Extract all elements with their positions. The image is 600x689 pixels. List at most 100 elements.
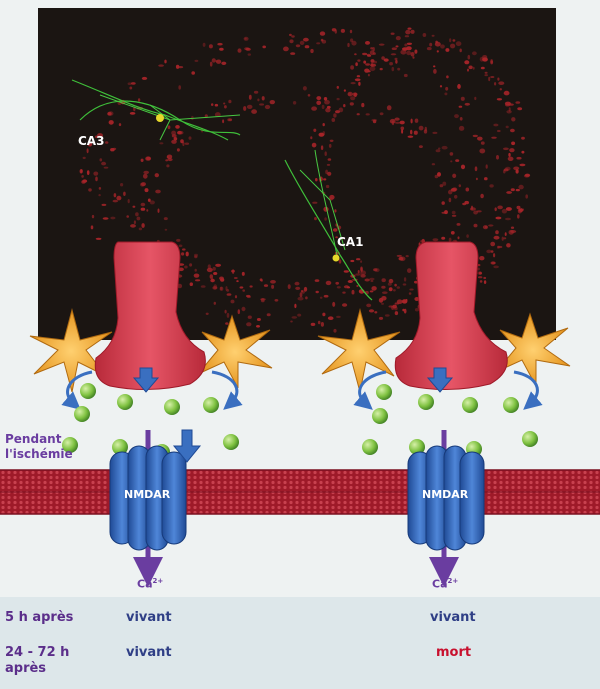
neuron-speckle (127, 82, 132, 85)
neuron-speckle (494, 82, 497, 86)
neuron-speckle (395, 45, 399, 48)
neuron-speckle (343, 285, 350, 289)
neuron-speckle (352, 92, 358, 97)
neuron-speckle (81, 175, 84, 178)
glutamate-dot (462, 397, 478, 413)
neuron-speckle (181, 252, 185, 256)
neuron-speckle (194, 59, 199, 63)
neuron-speckle (501, 208, 507, 214)
neuron-speckle (350, 259, 355, 263)
neuron-speckle (389, 118, 396, 124)
neuron-speckle (316, 96, 322, 101)
neuron-speckle (464, 102, 470, 106)
neuron-speckle (158, 64, 164, 67)
neuron-speckle (350, 96, 356, 101)
neuron-speckle (445, 86, 449, 91)
label-nmdar-right: NMDAR (422, 488, 469, 501)
neuron-speckle (358, 81, 361, 86)
neuron-speckle (333, 328, 337, 333)
neuron-speckle (483, 280, 487, 284)
neuron-speckle (245, 47, 251, 51)
neuron-speckle (325, 169, 328, 175)
presynaptic-terminal-left (94, 241, 206, 391)
neuron-speckle (477, 267, 480, 271)
neuron-speckle (310, 48, 314, 54)
neuron-speckle (319, 296, 323, 299)
neuron-speckle (336, 85, 339, 89)
neuron-speckle (246, 322, 252, 327)
neuron-speckle (350, 65, 354, 70)
neuron-speckle (510, 188, 515, 192)
neuron-speckle (515, 188, 520, 192)
neuron-speckle (398, 256, 404, 261)
neuron-speckle (456, 223, 461, 226)
neuron-speckle (488, 224, 494, 227)
neuron-speckle (95, 176, 98, 182)
neuron-speckle (486, 249, 492, 254)
glutamate-dot (522, 431, 538, 447)
neuron-speckle (405, 255, 409, 258)
neuron-speckle (402, 283, 407, 286)
label-calcium-right: Ca2+ (432, 577, 458, 591)
neuron-speckle (370, 279, 374, 283)
neuron-speckle (448, 197, 452, 203)
neuron-speckle (299, 40, 305, 46)
release-arrow-left (132, 367, 160, 393)
neuron-speckle (133, 220, 136, 225)
glutamate-dot (203, 397, 219, 413)
neuron-speckle (490, 76, 495, 78)
neuron-speckle (363, 60, 367, 64)
neuron-speckle (484, 71, 488, 74)
right-synapse (317, 241, 571, 410)
neuron-speckle (357, 59, 361, 62)
neuron-speckle (480, 193, 484, 199)
neuron-speckle (457, 236, 460, 240)
neuron-speckle (113, 193, 117, 198)
neuron-speckle (118, 123, 122, 127)
neuron-speckle (164, 59, 167, 64)
neuron-speckle (407, 268, 412, 273)
neuron-speckle (157, 208, 160, 213)
neuron-speckle (404, 43, 408, 47)
neuron-speckle (271, 284, 275, 289)
reuptake-arrow-left-1 (61, 370, 93, 410)
neuron-speckle (394, 283, 397, 287)
neuron-speckle (460, 96, 465, 101)
neuron-speckle (200, 285, 206, 288)
neuron-speckle (95, 135, 98, 139)
neuron-speckle (407, 27, 412, 30)
neuron-speckle (315, 178, 318, 182)
neuron-speckle (472, 134, 478, 138)
neuron-speckle (93, 171, 99, 176)
neuron-speckle (171, 139, 177, 144)
neuron-speckle (130, 82, 136, 85)
neuron-speckle (449, 38, 452, 43)
row-24-72h-right-status: mort (436, 645, 472, 660)
neuron-speckle (505, 217, 511, 221)
neuron-speckle (451, 210, 456, 215)
neuron-speckle (324, 217, 327, 221)
neuron-speckle (371, 286, 377, 291)
neuron-speckle (509, 148, 515, 153)
neuron-speckle (212, 286, 218, 290)
neuron-speckle (220, 286, 223, 291)
neuron-speckle (260, 298, 266, 301)
neuron-speckle (107, 112, 112, 116)
neuron-speckle (401, 129, 404, 134)
neuron-speckle (243, 36, 249, 41)
neuron-speckle (193, 273, 200, 278)
neuron-speckle (515, 101, 521, 104)
neuron-speckle (414, 49, 418, 54)
outcome-table (0, 597, 600, 689)
neuron-speckle (356, 113, 360, 116)
neuron-speckle (314, 217, 317, 221)
neuron-speckle (264, 104, 271, 110)
calcium-charge: 2+ (447, 577, 459, 585)
neuron-speckle (184, 265, 188, 269)
neuron-speckle (404, 35, 410, 38)
neuron-speckle (79, 169, 83, 174)
neuron-speckle (412, 56, 415, 59)
neuron-speckle (237, 309, 240, 315)
neuron-speckle (373, 60, 378, 64)
neuron-speckle (331, 118, 336, 122)
